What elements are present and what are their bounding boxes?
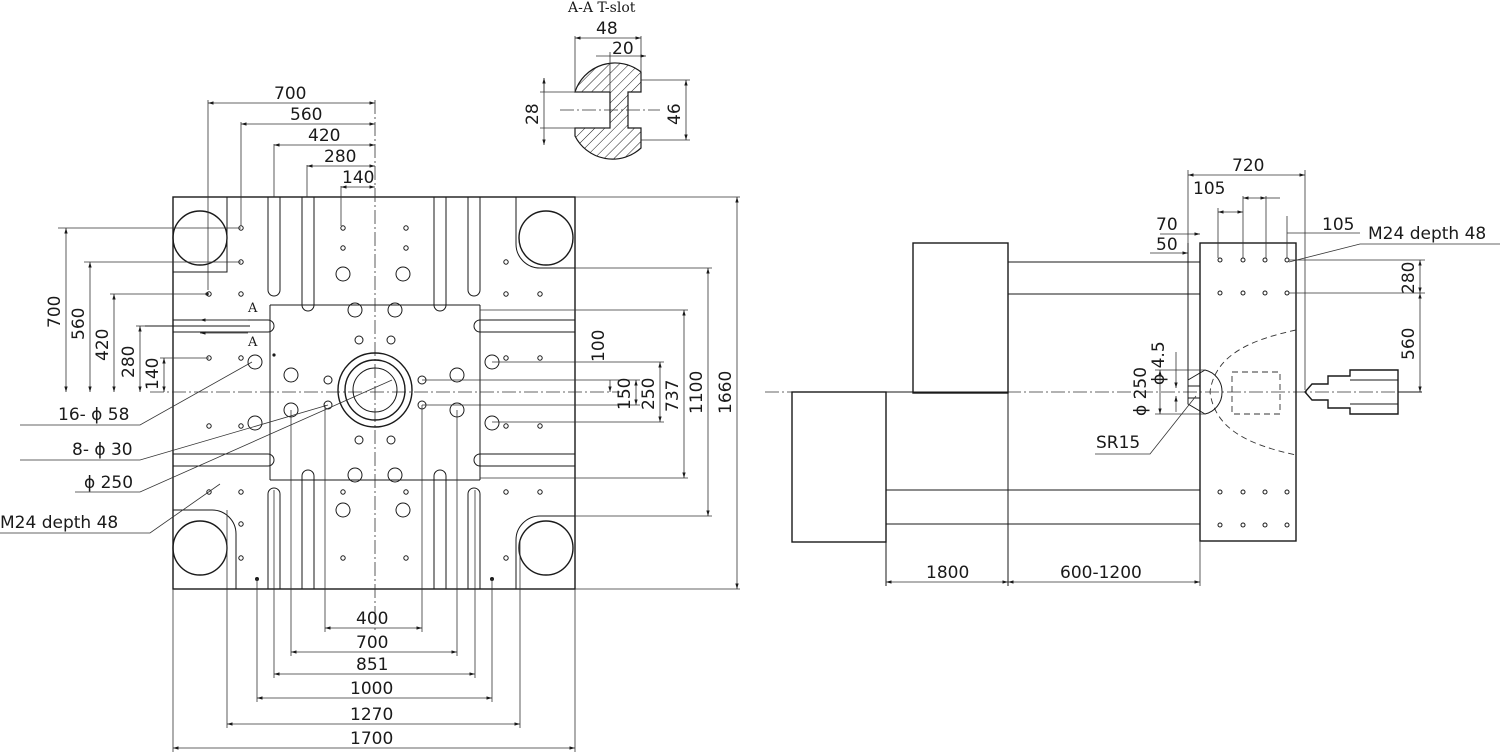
hole-58 (387, 467, 403, 483)
t-slot-section-view: A-A T-slot 48 20 28 46 (523, 0, 690, 160)
hole-58 (449, 367, 465, 383)
locating-ring-inner (344, 359, 406, 421)
dim-left-560: 560 (69, 308, 89, 340)
hole-30 (386, 335, 396, 345)
hole-58 (484, 415, 500, 431)
m24-threaded-holes (205, 225, 543, 581)
dim-bottom-1700: 1700 (350, 729, 393, 749)
hole-58 (387, 302, 403, 318)
tie-bar-hole (172, 210, 228, 266)
section-title: A-A T-slot (567, 0, 636, 16)
dim-top-700: 700 (274, 84, 306, 104)
dim-left-140: 140 (143, 358, 163, 390)
tie-bar-hole (172, 520, 228, 576)
dim-left-700: 700 (45, 296, 65, 328)
section-mark-a-top: A (247, 301, 258, 316)
t-slot-hatched-profile (574, 62, 642, 160)
hole-30 (323, 375, 333, 385)
callout-sr15: SR15 (1096, 433, 1140, 453)
dim-side-stroke: 600-1200 (1060, 563, 1142, 583)
dim-right-737: 737 (663, 380, 683, 412)
platen-outline (172, 196, 576, 590)
tie-bar-hole (518, 210, 574, 266)
dim-bottom-700: 700 (356, 633, 388, 653)
dim-right-100: 100 (589, 330, 609, 362)
dim-side-105a: 105 (1193, 179, 1225, 199)
dim-top-420: 420 (308, 126, 340, 146)
dim-right-150: 150 (615, 378, 635, 410)
moving-platen-block (912, 242, 1009, 394)
dim-20: 20 (612, 39, 634, 59)
machine-side-view: 720 105 105 70 50 M24 depth 48 280 560 ϕ… (765, 156, 1500, 586)
hole-58 (247, 415, 263, 431)
dim-nozzle-45: ϕ 4.5 (1149, 341, 1169, 385)
hole-58 (335, 266, 351, 282)
dim-top-560: 560 (290, 105, 322, 125)
dim-top-140: 140 (342, 168, 374, 188)
dim-side-560: 560 (1399, 328, 1419, 360)
locating-ring-outer (337, 352, 413, 428)
hole-58 (247, 354, 263, 370)
dim-28: 28 (523, 103, 543, 125)
hole-58 (347, 302, 363, 318)
hole-58 (395, 266, 411, 282)
dim-48: 48 (596, 19, 618, 39)
dim-bottom-400: 400 (356, 609, 388, 629)
hole-30 (323, 400, 333, 410)
dim-side-720: 720 (1232, 156, 1264, 176)
dim-side-105b: 105 (1322, 215, 1354, 235)
hole-30 (354, 335, 364, 345)
hole-58 (283, 367, 299, 383)
side-platen-holes (1217, 257, 1290, 528)
tie-bar-hole (518, 520, 574, 576)
callout-ring-250: ϕ 250 (84, 473, 133, 493)
section-mark-a-bottom: A (247, 335, 258, 350)
dim-bottom-1000: 1000 (350, 679, 393, 699)
dim-right-250: 250 (639, 378, 659, 410)
callout-holes-58: 16- ϕ 58 (58, 405, 129, 425)
callout-m24: M24 depth 48 (0, 513, 118, 533)
dim-top-280: 280 (324, 147, 356, 167)
hole-30 (354, 435, 364, 445)
dim-left-420: 420 (93, 329, 113, 361)
dim-bottom-1270: 1270 (350, 705, 393, 725)
dim-right-1660: 1660 (716, 371, 736, 414)
dim-side-1800: 1800 (926, 563, 969, 583)
dim-nozzle-250: ϕ 250 (1131, 367, 1151, 416)
dim-left-280: 280 (119, 346, 139, 378)
dim-side-50: 50 (1156, 235, 1178, 255)
fixed-platen-block (791, 391, 887, 543)
dim-46: 46 (665, 103, 685, 125)
hole-58 (335, 502, 351, 518)
hole-30 (386, 435, 396, 445)
dim-bottom-851: 851 (356, 655, 388, 675)
dim-side-70: 70 (1156, 215, 1178, 235)
hole-58 (395, 502, 411, 518)
dim-right-1100: 1100 (687, 371, 707, 414)
callout-holes-30: 8- ϕ 30 (72, 440, 133, 460)
dim-side-280: 280 (1399, 262, 1419, 294)
side-m24-callout: M24 depth 48 (1368, 224, 1486, 244)
platen-front-view: A A 700 560 420 280 140 700 560 420 280 … (0, 84, 740, 752)
hole-58 (347, 467, 363, 483)
